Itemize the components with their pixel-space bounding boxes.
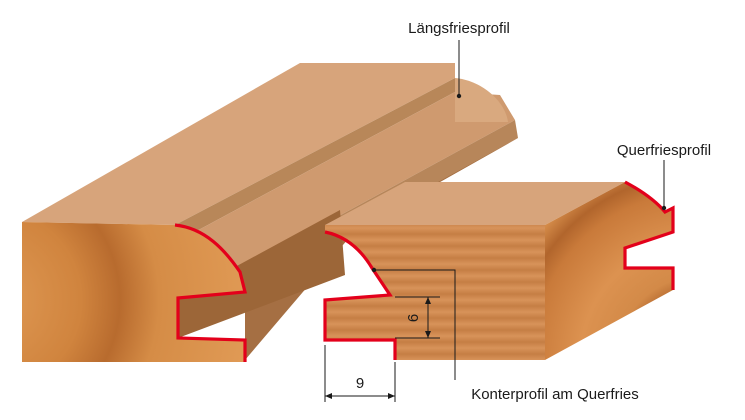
laengsfries-profile-line[interactable] [174,223,248,362]
width-value: 9 [356,375,364,392]
dimension-depth: 6 [395,296,440,339]
laengsfries-groove-wall [175,78,455,240]
querfries-top-face [325,182,625,225]
laengsfries-end-grain [22,222,245,362]
label-konterprofil-group: Konterprofil am Querfries [371,267,639,403]
label-querfriesprofil: Querfriesprofil [617,142,711,159]
bead-profile-end [455,78,508,122]
laengsfries-channel [178,210,345,338]
label-laengsfriesprofil: Längsfriesprofil [408,20,510,37]
label-konterprofil: Konterprofil am Querfries [471,386,639,403]
laengsfries-ridge [180,92,515,270]
label-laengsfries-group: Längsfriesprofil [408,20,510,99]
laengsfries-top-face [22,63,455,225]
label-querfries-group: Querfriesprofil [617,142,711,211]
depth-value: 6 [405,314,422,322]
querfries-piece [323,180,675,360]
querfries-end-grain [545,182,673,360]
querfries-profile-line[interactable] [623,180,675,290]
konterprofil-line[interactable] [323,230,397,360]
querfries-side-face [325,225,545,360]
dimension-width: 9 [324,345,396,402]
